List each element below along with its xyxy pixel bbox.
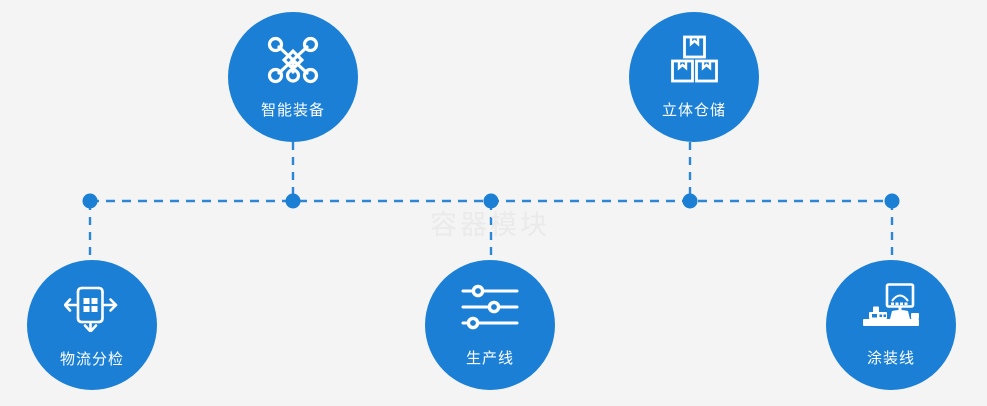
junction-dot-1 (82, 193, 98, 209)
network-nodes-icon (266, 35, 320, 85)
sorting-arrows-icon (63, 282, 120, 333)
node-label-painting-line: 涂装线 (866, 348, 915, 367)
junction-dot-5 (884, 193, 900, 209)
junction-dot-2 (285, 193, 301, 209)
sliders-icon (461, 283, 519, 331)
node-logistics-sorting[interactable]: 物流分检 (27, 260, 157, 390)
node-stereoscopic-warehouse[interactable]: 立体仓储 (629, 12, 759, 142)
junction-dot-4 (682, 193, 698, 209)
node-smart-equipment[interactable]: 智能装备 (228, 12, 358, 142)
node-production-line[interactable]: 生产线 (425, 260, 555, 390)
node-label-stereoscopic-warehouse: 立体仓储 (661, 100, 726, 119)
paint-machine-icon (861, 282, 921, 331)
junction-dot-3 (483, 193, 499, 209)
stacked-boxes-icon (668, 35, 720, 85)
node-label-logistics-sorting: 物流分检 (59, 349, 124, 368)
node-label-production-line: 生产线 (465, 348, 514, 367)
watermark-text: 容器模块 (430, 210, 550, 241)
node-label-smart-equipment: 智能装备 (260, 100, 325, 119)
node-painting-line[interactable]: 涂装线 (826, 260, 956, 390)
